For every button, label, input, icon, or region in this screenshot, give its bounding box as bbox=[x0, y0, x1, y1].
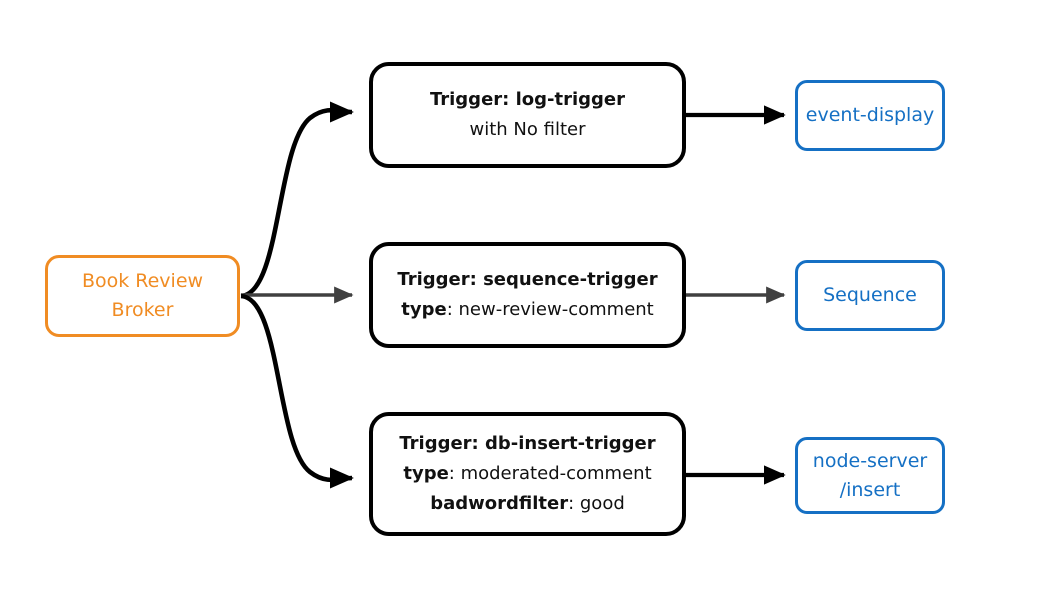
node-sink-sequence[interactable]: Sequence bbox=[795, 260, 945, 331]
trigger-line: type: moderated-comment bbox=[403, 459, 651, 489]
node-trigger-log-trigger[interactable]: Trigger: log-trigger with No filter bbox=[369, 62, 686, 168]
node-book-review-broker[interactable]: Book Review Broker bbox=[45, 255, 240, 337]
trigger-line-value: : moderated-comment bbox=[448, 463, 652, 484]
trigger-line: Trigger: sequence-trigger bbox=[397, 265, 657, 295]
trigger-line: Trigger: log-trigger bbox=[430, 85, 625, 115]
sink-line: /insert bbox=[839, 478, 901, 501]
trigger-line-key: type bbox=[401, 299, 447, 320]
trigger-line-key: Trigger: log-trigger bbox=[429, 89, 626, 110]
node-sink-node-server-insert[interactable]: node-server /insert bbox=[795, 437, 945, 514]
sink-line: Sequence bbox=[823, 284, 917, 306]
trigger-line-key: badwordfilter bbox=[430, 493, 569, 514]
edge-broker-to-db-insert-trigger bbox=[240, 293, 354, 489]
trigger-line-value: with No filter bbox=[469, 119, 586, 140]
node-sink-event-display[interactable]: event-display bbox=[795, 80, 945, 151]
trigger-line-key: type bbox=[403, 463, 449, 484]
trigger-line: type: new-review-comment bbox=[401, 295, 653, 325]
node-trigger-sequence-trigger[interactable]: Trigger: sequence-trigger type: new-revi… bbox=[369, 242, 686, 348]
trigger-line-value: : good bbox=[568, 493, 625, 514]
trigger-line: Trigger: db-insert-trigger bbox=[399, 429, 655, 459]
sink-line: node-server bbox=[812, 449, 928, 472]
trigger-line: with No filter bbox=[470, 115, 586, 145]
sink-line: event-display bbox=[805, 104, 935, 126]
trigger-line: badwordfilter: good bbox=[430, 489, 625, 519]
node-source-line-2: Broker bbox=[111, 299, 174, 321]
node-trigger-db-insert-trigger[interactable]: Trigger: db-insert-trigger type: moderat… bbox=[369, 412, 686, 536]
trigger-line-key: Trigger: db-insert-trigger bbox=[399, 433, 656, 454]
trigger-line-value: : new-review-comment bbox=[446, 299, 654, 320]
edge-broker-to-log-trigger bbox=[240, 101, 354, 299]
node-source-line-1: Book Review bbox=[81, 270, 204, 292]
trigger-line-key: Trigger: sequence-trigger bbox=[397, 269, 658, 290]
